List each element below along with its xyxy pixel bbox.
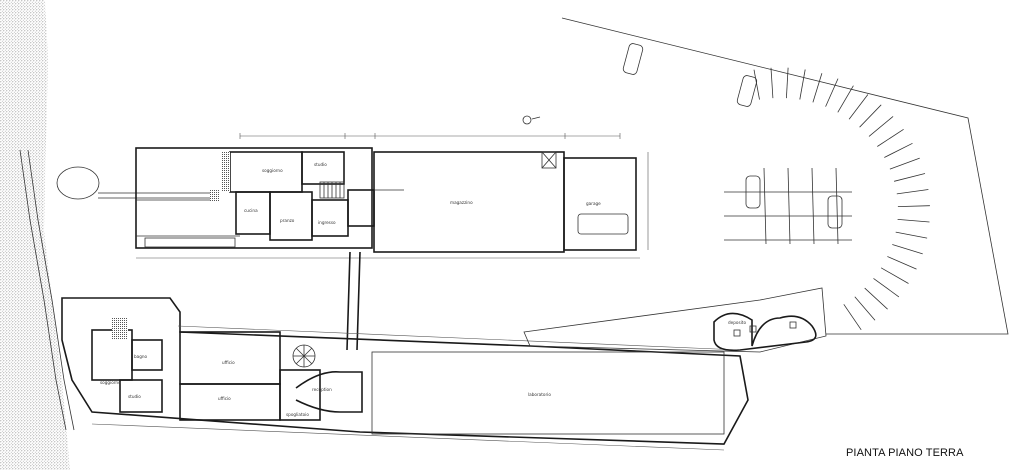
room-label-soggiorno-lower: soggiorno (100, 380, 121, 385)
upper-building-right: magazzino garage (373, 151, 637, 253)
parking-stall-line (894, 173, 926, 182)
parking-area (561, 17, 1009, 335)
parking-stall-line (880, 267, 909, 284)
parking-stall-line (837, 85, 854, 113)
parking-stall-line (770, 67, 774, 99)
parked-car-4 (827, 195, 843, 229)
lower-building: soggiorno bagno studio ufficio ufficio s… (61, 297, 749, 445)
parking-stall-line (859, 104, 882, 128)
garden-path (98, 192, 215, 199)
room-label-deposito: deposito (728, 320, 746, 325)
room-label-magazzino: magazzino (450, 200, 473, 205)
plan-title: PIANTA PIANO TERRA (846, 447, 964, 459)
room-label-reception: reception (312, 387, 332, 392)
spiral-stair (292, 344, 316, 368)
parking-stall-line (895, 231, 928, 239)
room-label-ingresso: ingresso (318, 220, 336, 225)
parking-stall-line (825, 78, 839, 107)
parking-stall-line (892, 244, 923, 255)
parking-stall-line (864, 287, 888, 310)
parked-car-2 (736, 75, 758, 107)
room-label-soggiorno: soggiorno (262, 168, 283, 173)
north-marker-icon (522, 115, 541, 125)
parking-stall-line (753, 69, 760, 100)
parking-stall-line (812, 73, 823, 103)
parking-stall-line (884, 142, 913, 158)
street-hatched-area (0, 0, 70, 470)
room-label-ufficio: ufficio (222, 360, 235, 365)
street-edge-line (19, 149, 67, 431)
parking-stall-line (848, 94, 869, 120)
parking-stall-line (887, 256, 917, 270)
room-label-studio-lower: studio (128, 394, 141, 399)
garden-oval (56, 166, 100, 200)
room-label-ufficio-2: ufficio (218, 396, 231, 401)
parked-car-1 (622, 43, 644, 75)
stair-upper (319, 181, 345, 199)
room-label-garage: garage (586, 201, 601, 206)
parking-stall-line (889, 157, 920, 170)
parking-stall-line (897, 219, 930, 223)
room-label-bagno: bagno (134, 354, 148, 359)
room-label-spogliatoio: spogliatoio (286, 412, 309, 417)
parking-stall-line (854, 296, 876, 321)
dimension-lines-lower (91, 325, 741, 451)
room-label-studio: studio (314, 162, 327, 167)
parking-stall-line (897, 205, 930, 207)
parking-stall-line (868, 116, 894, 137)
room-label-cucina: cucina (244, 208, 258, 213)
street-edge-line-2 (27, 149, 75, 431)
room-label-laboratorio: laboratorio (528, 392, 551, 397)
parking-stall-line (786, 67, 789, 99)
technical-room: deposito (713, 312, 817, 352)
dimension-lines-upper (136, 133, 649, 259)
access-ramp (523, 287, 827, 353)
room-label-pranzo: pranzo (280, 218, 295, 223)
parking-stall-line (799, 69, 806, 100)
parking-stall-line (877, 128, 904, 147)
parked-car-3 (745, 175, 761, 209)
parking-stall-line (896, 189, 929, 195)
parking-stall-line (873, 278, 900, 298)
upper-building-left: soggiorno studio cucina pranzo ingresso (135, 147, 375, 249)
connecting-corridor (346, 251, 361, 351)
parking-stall-line (843, 304, 862, 331)
